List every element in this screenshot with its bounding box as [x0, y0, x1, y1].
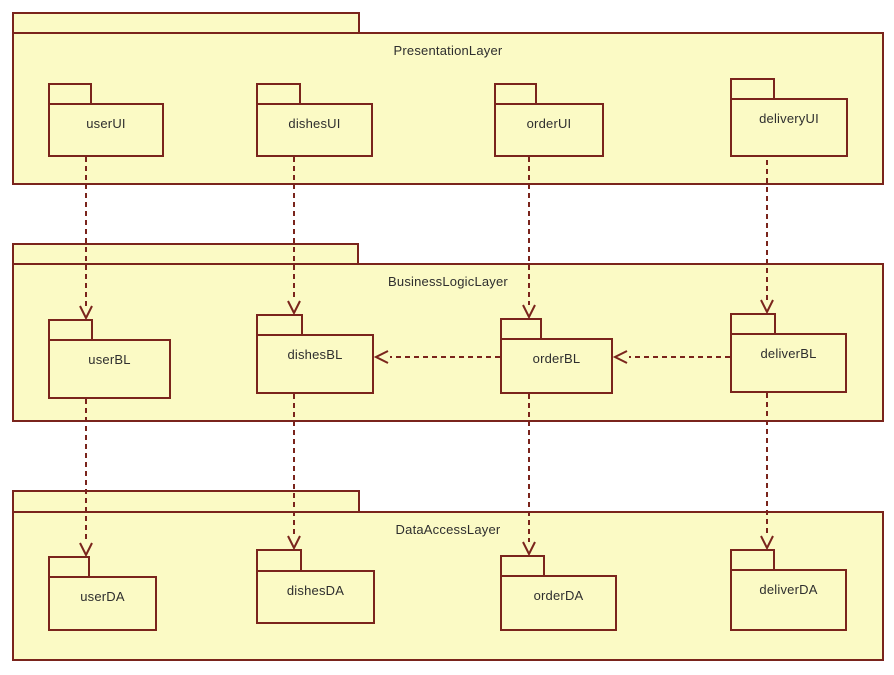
package-label: deliverBL: [760, 346, 817, 361]
package-label: userBL: [88, 352, 131, 367]
package-body: orderUI: [494, 103, 604, 157]
package-body: deliverDA: [730, 569, 847, 631]
package-body: dishesBL: [256, 334, 374, 394]
package-body: deliverBL: [730, 333, 847, 393]
package-body: dishesUI: [256, 103, 373, 157]
package-label: orderUI: [526, 116, 572, 131]
package-label: orderBL: [532, 351, 581, 366]
package-tab: [12, 243, 359, 263]
package-tab: [48, 83, 92, 103]
package-label: orderDA: [533, 588, 584, 603]
package-tab: [48, 319, 93, 339]
package-body: userDA: [48, 576, 157, 631]
package-tab: [256, 549, 302, 570]
package-tab: [12, 12, 360, 32]
package-body: dishesDA: [256, 570, 375, 624]
package-tab: [730, 78, 775, 98]
package-label: deliveryUI: [759, 111, 819, 126]
package-label: dishesDA: [286, 583, 345, 598]
package-tab: [730, 313, 776, 333]
package-body: orderDA: [500, 575, 617, 631]
package-body: deliveryUI: [730, 98, 848, 157]
package-tab: [494, 83, 537, 103]
package-tab: [500, 555, 545, 575]
package-body: DataAccessLayer: [12, 511, 884, 661]
package-tab: [256, 83, 301, 103]
package-body: userBL: [48, 339, 171, 399]
package-label: deliverDA: [759, 582, 818, 597]
layer-title: DataAccessLayer: [395, 522, 501, 537]
package-tab: [730, 549, 775, 569]
layer-title: BusinessLogicLayer: [388, 274, 508, 289]
package-body: orderBL: [500, 338, 613, 394]
package-tab: [12, 490, 360, 511]
package-label: dishesUI: [288, 116, 341, 131]
package-label: userUI: [86, 116, 126, 131]
package-tab: [256, 314, 303, 334]
package-label: dishesBL: [287, 347, 343, 362]
layer-title: PresentationLayer: [393, 43, 503, 58]
package-tab: [48, 556, 90, 576]
package-tab: [500, 318, 542, 338]
package-body: userUI: [48, 103, 164, 157]
package-label: userDA: [80, 589, 125, 604]
